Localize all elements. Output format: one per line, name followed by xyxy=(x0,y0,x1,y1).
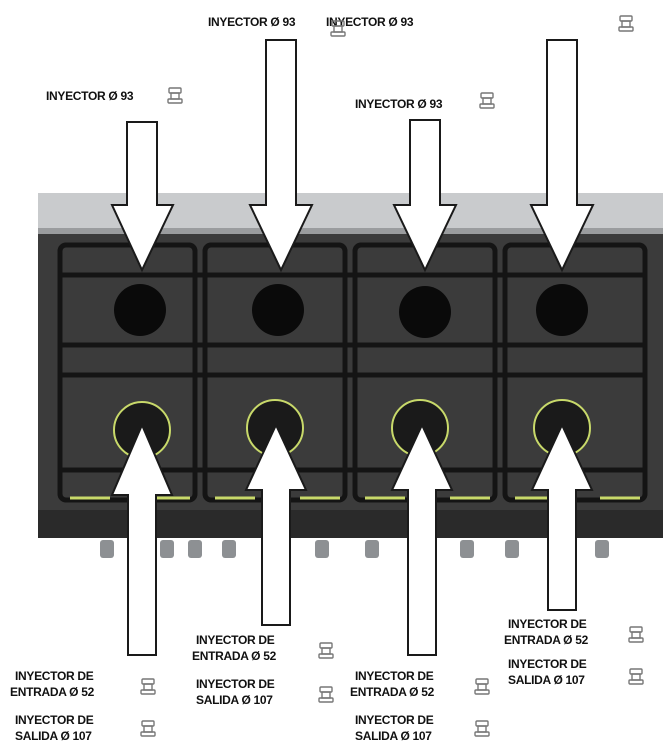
arrow-down-4 xyxy=(529,39,595,273)
knob-8 xyxy=(505,540,519,558)
label-b2-entrada-1: INYECTOR DE xyxy=(196,633,275,647)
label-top-center-a: INYECTOR Ø 93 xyxy=(208,15,296,29)
back-panel-edge xyxy=(38,228,663,236)
burner-back-3 xyxy=(399,286,451,338)
arrow-up-1 xyxy=(110,422,174,656)
down-arrows xyxy=(110,39,595,273)
knob-1 xyxy=(100,540,114,558)
knob-6 xyxy=(365,540,379,558)
arrow-up-2 xyxy=(244,422,308,626)
up-arrows xyxy=(110,422,594,656)
label-b1-salida-1: INYECTOR DE xyxy=(15,713,94,727)
label-top-left: INYECTOR Ø 93 xyxy=(46,89,134,103)
label-b3-salida-1: INYECTOR DE xyxy=(355,713,434,727)
knob-4 xyxy=(222,540,236,558)
burner-back-4 xyxy=(536,284,588,336)
injector-icon xyxy=(167,87,183,104)
knob-3 xyxy=(188,540,202,558)
knobs xyxy=(100,540,609,558)
back-burners xyxy=(114,284,588,338)
injector-icon xyxy=(474,720,490,737)
arrow-down-3 xyxy=(392,119,458,273)
label-b2-entrada-2: ENTRADA Ø 52 xyxy=(192,649,276,663)
burner-back-1 xyxy=(114,284,166,336)
knob-2 xyxy=(160,540,174,558)
label-b1-entrada-1: INYECTOR DE xyxy=(15,669,94,683)
knob-7 xyxy=(460,540,474,558)
label-b4-entrada-2: ENTRADA Ø 52 xyxy=(504,633,588,647)
label-b1-salida-2: SALIDA Ø 107 xyxy=(15,729,92,743)
injector-icon xyxy=(628,668,644,685)
knob-9 xyxy=(595,540,609,558)
label-b3-salida-2: SALIDA Ø 107 xyxy=(355,729,432,743)
injector-icon xyxy=(479,92,495,109)
arrow-up-3 xyxy=(390,422,454,656)
label-b2-salida-2: SALIDA Ø 107 xyxy=(196,693,273,707)
arrow-up-4 xyxy=(530,422,594,611)
arrow-down-2 xyxy=(248,39,314,273)
injector-icon xyxy=(318,642,334,659)
injector-icon xyxy=(628,626,644,643)
injector-icon xyxy=(474,678,490,695)
injector-icon xyxy=(618,15,634,32)
knob-5 xyxy=(315,540,329,558)
label-b4-salida-2: SALIDA Ø 107 xyxy=(508,673,585,687)
injector-icon xyxy=(330,20,346,37)
label-b3-entrada-2: ENTRADA Ø 52 xyxy=(350,685,434,699)
injector-icon xyxy=(140,720,156,737)
injector-icon xyxy=(318,686,334,703)
label-b1-entrada-2: ENTRADA Ø 52 xyxy=(10,685,94,699)
label-b3-entrada-1: INYECTOR DE xyxy=(355,669,434,683)
label-top-center-b: INYECTOR Ø 93 xyxy=(326,15,414,29)
arrow-down-1 xyxy=(110,121,175,273)
label-top-right-mid: INYECTOR Ø 93 xyxy=(355,97,443,111)
burner-back-2 xyxy=(252,284,304,336)
label-b4-salida-1: INYECTOR DE xyxy=(508,657,587,671)
label-b4-entrada-1: INYECTOR DE xyxy=(508,617,587,631)
injector-icon xyxy=(140,678,156,695)
label-b2-salida-1: INYECTOR DE xyxy=(196,677,275,691)
